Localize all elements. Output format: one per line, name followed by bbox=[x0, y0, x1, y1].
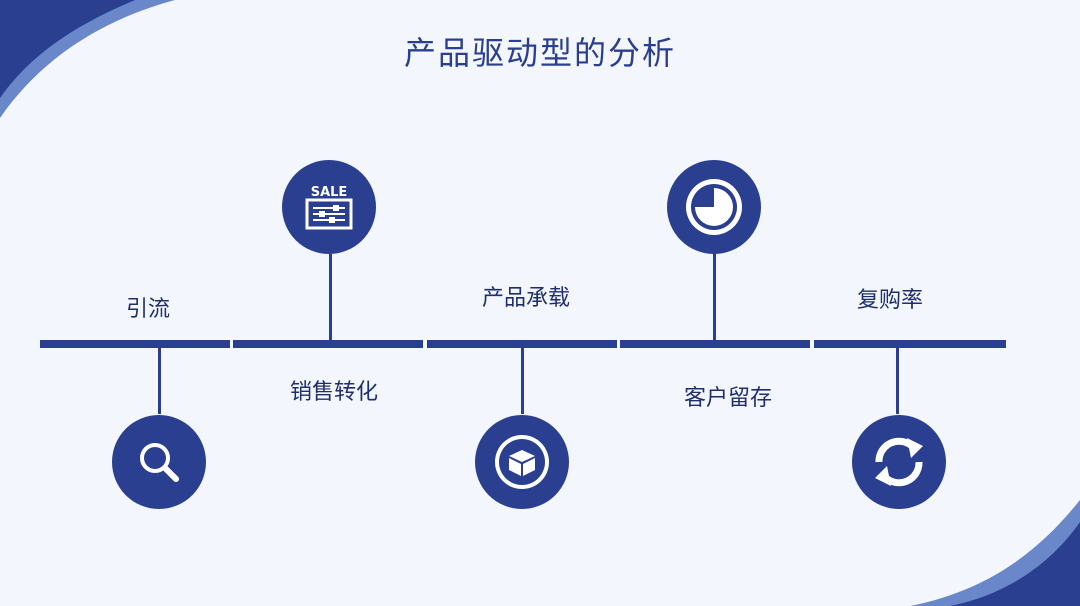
timeline-segment bbox=[233, 340, 423, 348]
step-node-product bbox=[475, 415, 569, 509]
connector-stem bbox=[521, 348, 524, 414]
connector-stem bbox=[896, 348, 899, 414]
step-node-retention bbox=[667, 160, 761, 254]
timeline-segment bbox=[427, 340, 617, 348]
slide-title: 产品驱动型的分析 bbox=[403, 34, 676, 72]
timeline-segment bbox=[40, 340, 230, 348]
step-node-traffic bbox=[112, 415, 206, 509]
bottom-right-swoosh-light bbox=[910, 500, 1080, 606]
step-node-repurchase bbox=[852, 415, 946, 509]
step-node-conversion: SALE bbox=[282, 160, 376, 254]
step-label-traffic: 引流 bbox=[125, 297, 170, 322]
sale-sign-icon: SALE bbox=[305, 185, 353, 230]
step-label-repurchase: 复购率 bbox=[856, 288, 923, 313]
magnifier-icon bbox=[140, 443, 179, 482]
sale-sign-text: SALE bbox=[311, 185, 348, 200]
timeline-segment bbox=[814, 340, 1006, 348]
step-label-retention: 客户留存 bbox=[683, 386, 772, 411]
connector-stem bbox=[713, 254, 716, 340]
step-label-product: 产品承载 bbox=[481, 286, 570, 311]
connector-stem bbox=[329, 254, 332, 340]
box-icon bbox=[495, 435, 549, 489]
bottom-right-swoosh-dark bbox=[950, 522, 1080, 606]
pie-chart-icon bbox=[686, 179, 742, 235]
timeline-segment bbox=[620, 340, 810, 348]
step-label-conversion: 销售转化 bbox=[289, 380, 378, 405]
connector-stem bbox=[158, 348, 161, 414]
refresh-icon bbox=[875, 437, 923, 487]
